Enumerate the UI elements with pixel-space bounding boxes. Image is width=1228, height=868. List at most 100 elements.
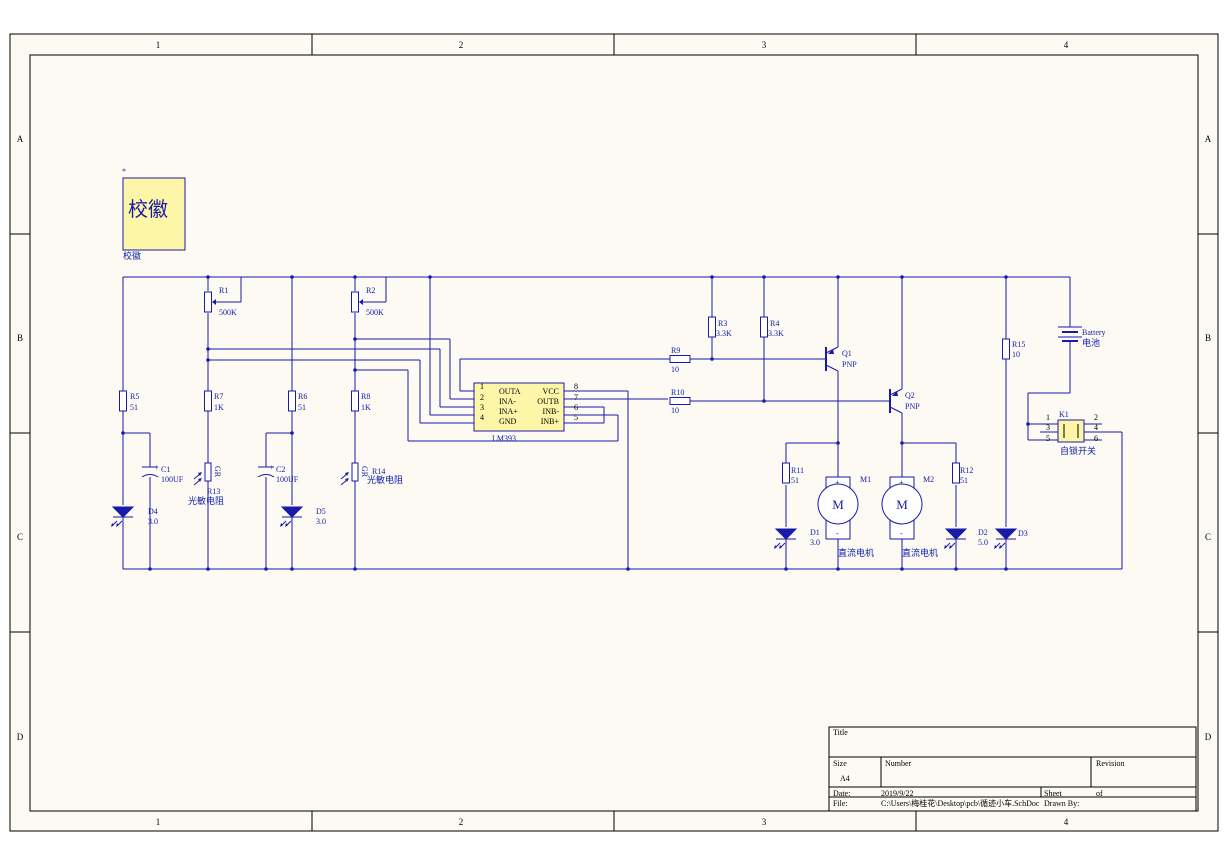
m1-ref: M1 <box>860 475 871 484</box>
lm393-pin-num: 2 <box>480 393 484 402</box>
resistor-r3 <box>708 316 716 338</box>
of-label: of <box>1096 789 1103 798</box>
r2-value: 500K <box>366 308 384 317</box>
date-value: 2019/9/22 <box>881 789 913 798</box>
d2-ref: D2 <box>978 528 988 537</box>
r14-value: 光敏电阻 <box>367 474 403 485</box>
m1-symbol: M <box>832 497 844 512</box>
potentiometer-r1 <box>204 291 220 313</box>
r13-ref: R13 <box>207 487 220 496</box>
r6-value: 51 <box>298 403 306 412</box>
d1-value: 3.0 <box>810 538 820 547</box>
size-value: A4 <box>840 774 850 783</box>
q1-type: PNP <box>842 360 857 369</box>
r15-ref: R15 <box>1012 340 1025 349</box>
resistor-r12 <box>952 462 960 484</box>
r13-value: 光敏电阻 <box>188 495 224 506</box>
column-label-bottom: 1 <box>156 817 161 827</box>
lm393-pin-name: GND <box>499 417 517 426</box>
k1-pin: 4 <box>1094 423 1098 432</box>
resistor-r6 <box>288 390 296 412</box>
column-label-top: 2 <box>459 40 464 50</box>
column-label-top: 4 <box>1064 40 1069 50</box>
m2-minus: - <box>900 529 903 538</box>
k1-value: 自锁开关 <box>1060 445 1096 456</box>
logo-box <box>122 177 186 251</box>
r12-ref: R12 <box>960 466 973 475</box>
drawn-by-label: Drawn By: <box>1044 799 1079 808</box>
lm393-pin-num: 5 <box>574 413 578 422</box>
row-label-left: A <box>17 134 24 144</box>
r14-type: GR <box>360 466 369 478</box>
resistor-r7 <box>204 390 212 412</box>
row-label-left: B <box>17 333 23 343</box>
r3-ref: R3 <box>718 319 727 328</box>
r5-ref: R5 <box>130 392 139 401</box>
r9-value: 10 <box>671 365 679 374</box>
r11-value: 51 <box>791 476 799 485</box>
r10-ref: R10 <box>671 388 684 397</box>
d5-ref: D5 <box>316 507 326 516</box>
c1-ref: C1 <box>161 465 170 474</box>
k1-pin: 1 <box>1046 413 1050 422</box>
resistor-r4 <box>760 316 768 338</box>
row-label-right: A <box>1205 134 1212 144</box>
d5-value: 3.0 <box>316 517 326 526</box>
lm393-pin-name: INA+ <box>499 407 518 416</box>
lm393-pin-name: INA- <box>499 397 516 406</box>
resistor-r9 <box>669 355 691 363</box>
row-label-right: D <box>1205 732 1212 742</box>
r12-value: 51 <box>960 476 968 485</box>
m2-ref: M2 <box>923 475 934 484</box>
r13-type: GR <box>213 466 222 478</box>
k1-pin: 5 <box>1046 434 1050 443</box>
lm393-pin-num: 1 <box>480 382 484 391</box>
r15-value: 10 <box>1012 350 1020 359</box>
lm393-pin-name: OUTB <box>537 397 559 406</box>
lm393-chip <box>473 382 565 432</box>
r3-value: 3.3K <box>716 329 732 338</box>
k1-pin: 6 <box>1094 434 1098 443</box>
column-label-top: 1 <box>156 40 161 50</box>
c2-plus: + <box>269 463 274 472</box>
r7-ref: R7 <box>214 392 223 401</box>
q2-ref: Q2 <box>905 391 915 400</box>
row-label-left: C <box>17 532 23 542</box>
motor-m1 <box>817 476 859 540</box>
file-label: File: <box>833 799 848 808</box>
r7-value: 1K <box>214 403 224 412</box>
m2-value: 直流电机 <box>902 547 938 558</box>
q1-ref: Q1 <box>842 349 852 358</box>
m1-plus: + <box>835 478 840 487</box>
r9-ref: R9 <box>671 346 680 355</box>
r14-ref: R14 <box>372 467 385 476</box>
logo-caption: 校徽 <box>123 250 141 261</box>
d2-value: 5.0 <box>978 538 988 547</box>
m2-symbol: M <box>896 497 908 512</box>
d1-ref: D1 <box>810 528 820 537</box>
k1-pin: 2 <box>1094 413 1098 422</box>
lm393-pin-name: INB- <box>543 407 560 416</box>
r6-ref: R6 <box>298 392 307 401</box>
r2-ref: R2 <box>366 286 375 295</box>
r1-value: 500K <box>219 308 237 317</box>
column-label-bottom: 2 <box>459 817 464 827</box>
date-label: Date: <box>833 789 850 798</box>
battery-value: 电池 <box>1082 337 1100 348</box>
r1-ref: R1 <box>219 286 228 295</box>
r4-ref: R4 <box>770 319 779 328</box>
k1-pin: 3 <box>1046 423 1050 432</box>
r10-value: 10 <box>671 406 679 415</box>
lm393-pin-num: 4 <box>480 413 484 422</box>
inner-frame <box>29 54 1199 812</box>
lm393-pin-num: 7 <box>574 393 578 402</box>
column-label-bottom: 4 <box>1064 817 1069 827</box>
battery-ref: Battery <box>1082 328 1106 337</box>
column-label-bottom: 3 <box>762 817 767 827</box>
lm393-pin-name: OUTA <box>499 387 521 396</box>
d3-ref: D3 <box>1018 529 1028 538</box>
revision-label: Revision <box>1096 759 1124 768</box>
r4-value: 3.3K <box>768 329 784 338</box>
resistor-r11 <box>782 462 790 484</box>
number-label: Number <box>885 759 912 768</box>
